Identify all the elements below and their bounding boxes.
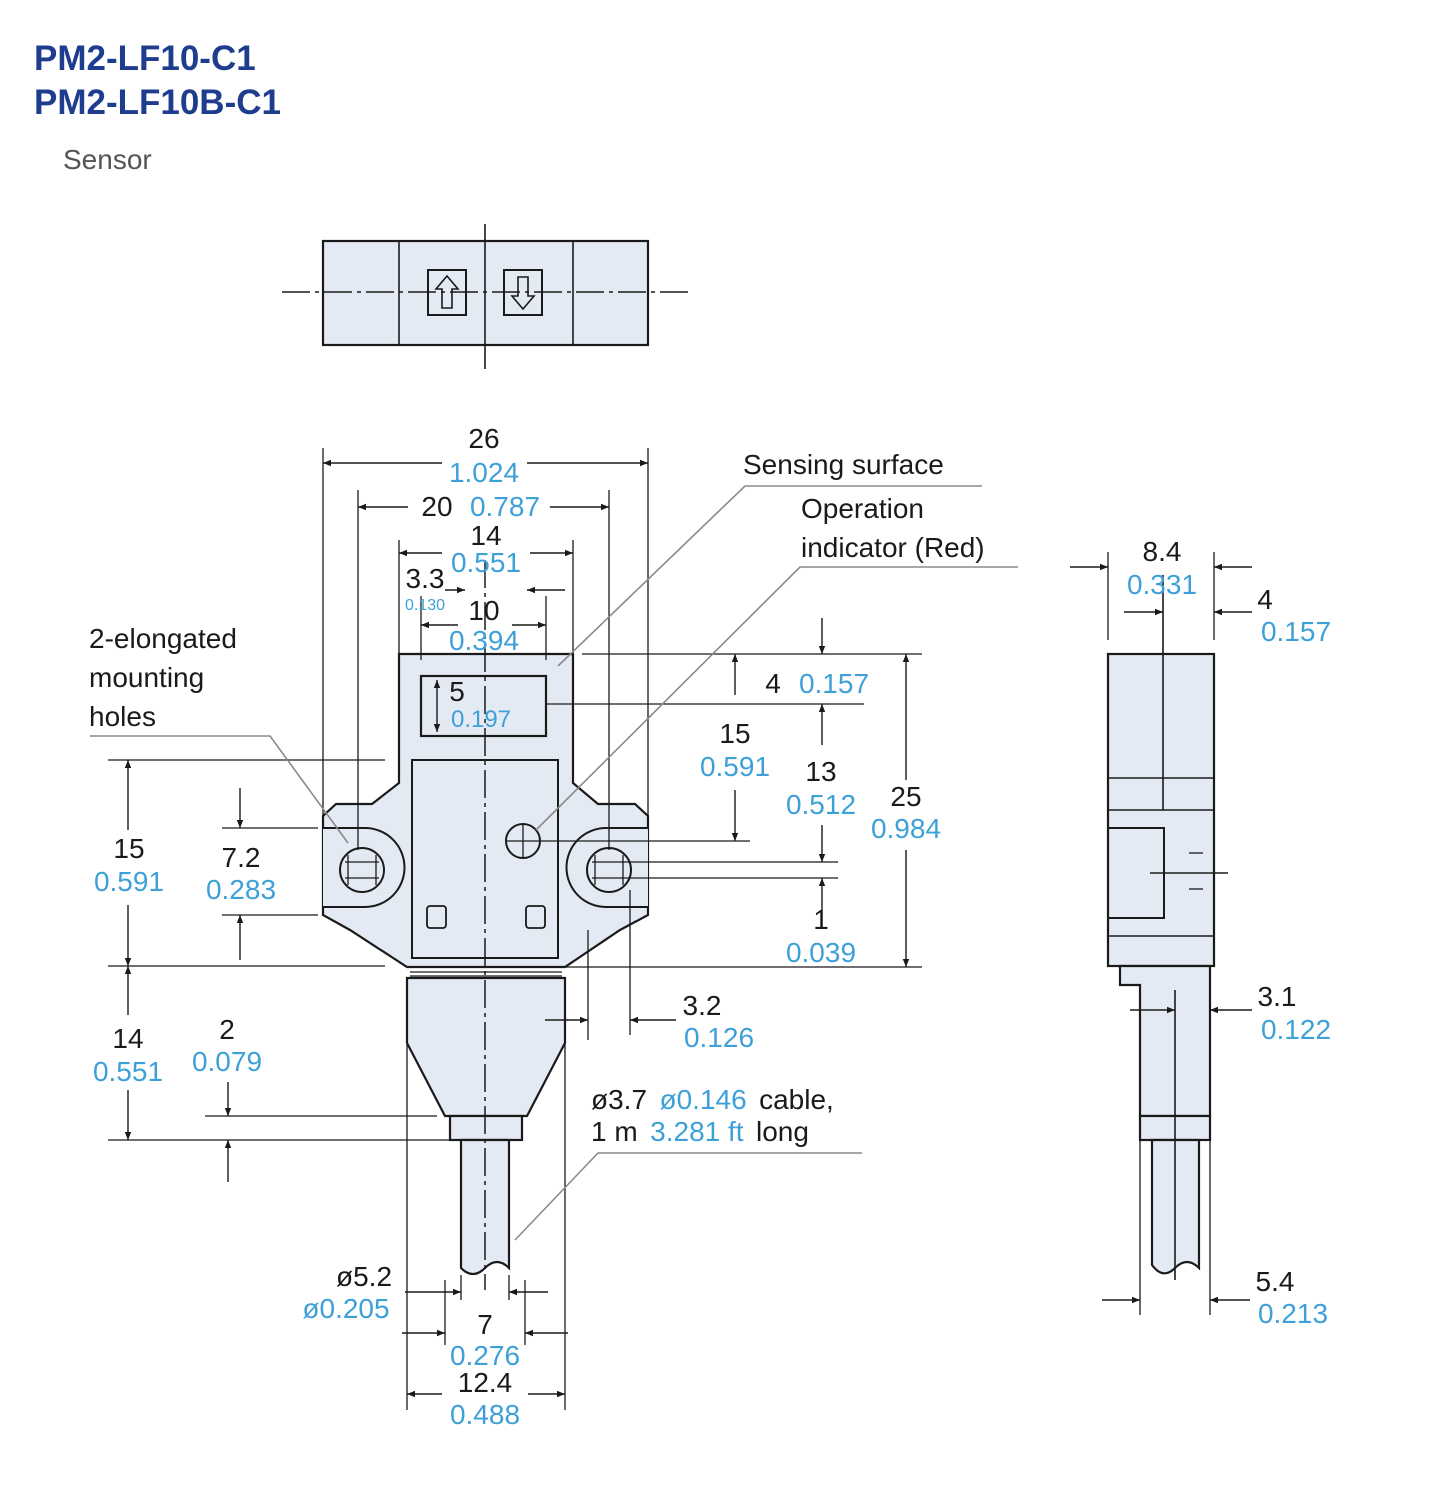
dim-1-in: 0.039 bbox=[786, 937, 856, 968]
callouts: Sensing surface Operation indicator (Red… bbox=[89, 449, 985, 1147]
model-name-1: PM2-LF10-C1 bbox=[34, 39, 256, 78]
dim-d5-2-in: ø0.205 bbox=[302, 1293, 389, 1324]
dim-20-mm: 20 bbox=[421, 491, 452, 522]
dim-7-2-in: 0.283 bbox=[206, 874, 276, 905]
dim-3-3-mm: 3.3 bbox=[406, 563, 445, 594]
dim-side-3-1-mm: 3.1 bbox=[1258, 981, 1297, 1012]
mounting-hole-left bbox=[323, 827, 406, 908]
dim-side-4-in: 0.157 bbox=[1261, 616, 1331, 647]
dim-side-8-4-in: 0.331 bbox=[1127, 569, 1197, 600]
indicator-leader bbox=[535, 566, 1018, 831]
dim-4-mm: 4 bbox=[765, 668, 781, 699]
dim-13-in: 0.512 bbox=[786, 789, 856, 820]
dim-15-right-in: 0.591 bbox=[700, 751, 770, 782]
dim-26-in: 1.024 bbox=[449, 457, 519, 488]
dim-side-8-4-mm: 8.4 bbox=[1143, 536, 1182, 567]
dim-14-left-mm: 14 bbox=[112, 1023, 143, 1054]
dimension-arrows bbox=[124, 459, 1252, 1398]
dim-2-mm: 2 bbox=[219, 1014, 235, 1045]
dim-7-in: 0.276 bbox=[450, 1340, 520, 1371]
dim-d5-2-mm: ø5.2 bbox=[336, 1261, 392, 1292]
extension-lines bbox=[108, 448, 1215, 1410]
model-name-2: PM2-LF10B-C1 bbox=[34, 83, 281, 122]
cable-leader bbox=[514, 1152, 862, 1241]
operation-indicator-label-1: Operation bbox=[801, 493, 924, 524]
dim-26-mm: 26 bbox=[468, 423, 499, 454]
cable-boot bbox=[405, 976, 567, 1118]
dim-side-4-mm: 4 bbox=[1257, 584, 1273, 615]
dim-12-4-in: 0.488 bbox=[450, 1399, 520, 1430]
emitter-arrow-icon bbox=[427, 269, 467, 316]
cable-label-2: 1 m 3.281 ft long bbox=[591, 1116, 809, 1147]
dim-side-5-4-mm: 5.4 bbox=[1256, 1266, 1295, 1297]
dim-12-4-mm: 12.4 bbox=[458, 1367, 513, 1398]
dim-15-right-mm: 15 bbox=[719, 718, 750, 749]
dim-4-in: 0.157 bbox=[799, 668, 869, 699]
operation-indicator-icon bbox=[505, 823, 541, 859]
dim-3-2-mm: 3.2 bbox=[683, 990, 722, 1021]
mounting-holes-label-1: 2-elongated bbox=[89, 623, 237, 654]
dim-10-in: 0.394 bbox=[449, 625, 519, 656]
dim-5-mm: 5 bbox=[449, 676, 465, 707]
cable-label-1: ø3.7 ø0.146 cable, bbox=[591, 1084, 834, 1115]
top-view bbox=[282, 224, 692, 369]
side-view bbox=[1106, 575, 1228, 1280]
dim-10-mm: 10 bbox=[468, 595, 499, 626]
drawing-subtitle: Sensor bbox=[63, 144, 152, 175]
dim-2-in: 0.079 bbox=[192, 1046, 262, 1077]
dim-3-2-in: 0.126 bbox=[684, 1022, 754, 1053]
dim-side-5-4-in: 0.213 bbox=[1258, 1298, 1328, 1329]
leader-lines bbox=[90, 485, 1018, 1241]
dim-7-2-mm: 7.2 bbox=[222, 842, 261, 873]
cable-collar bbox=[448, 1114, 524, 1142]
dim-14-left-in: 0.551 bbox=[93, 1056, 163, 1087]
mounting-holes-label-3: holes bbox=[89, 701, 156, 732]
front-view bbox=[321, 560, 650, 1290]
dim-7-mm: 7 bbox=[477, 1309, 493, 1340]
dim-14-mm: 14 bbox=[470, 520, 501, 551]
mounting-holes-label-2: mounting bbox=[89, 662, 204, 693]
dim-25-mm: 25 bbox=[890, 781, 921, 812]
holes-leader bbox=[90, 735, 349, 844]
screw-pad-left bbox=[426, 905, 447, 929]
dim-13-mm: 13 bbox=[805, 756, 836, 787]
screw-pad-right bbox=[525, 905, 546, 929]
dim-14-in: 0.551 bbox=[451, 547, 521, 578]
dim-5-in: 0.197 bbox=[451, 706, 511, 733]
dim-1-mm: 1 bbox=[813, 904, 829, 935]
dimension-values: 26 1.024 20 0.787 14 0.551 3.3 0.130 10 … bbox=[93, 423, 1331, 1430]
dim-15-left-in: 0.591 bbox=[94, 866, 164, 897]
dim-25-in: 0.984 bbox=[871, 813, 941, 844]
side-view-boot bbox=[1118, 964, 1212, 1118]
dim-20-in: 0.787 bbox=[470, 491, 540, 522]
sensing-window bbox=[419, 674, 548, 738]
sensing-surface-label: Sensing surface bbox=[743, 449, 944, 480]
sensing-surface-leader bbox=[557, 485, 982, 667]
dim-15-left-mm: 15 bbox=[113, 833, 144, 864]
receiver-arrow-icon bbox=[503, 269, 543, 316]
dim-side-3-1-in: 0.122 bbox=[1261, 1014, 1331, 1045]
dim-3-3-in: 0.130 bbox=[405, 597, 445, 614]
operation-indicator-label-2: indicator (Red) bbox=[801, 532, 985, 563]
mounting-hole-right bbox=[565, 827, 648, 908]
